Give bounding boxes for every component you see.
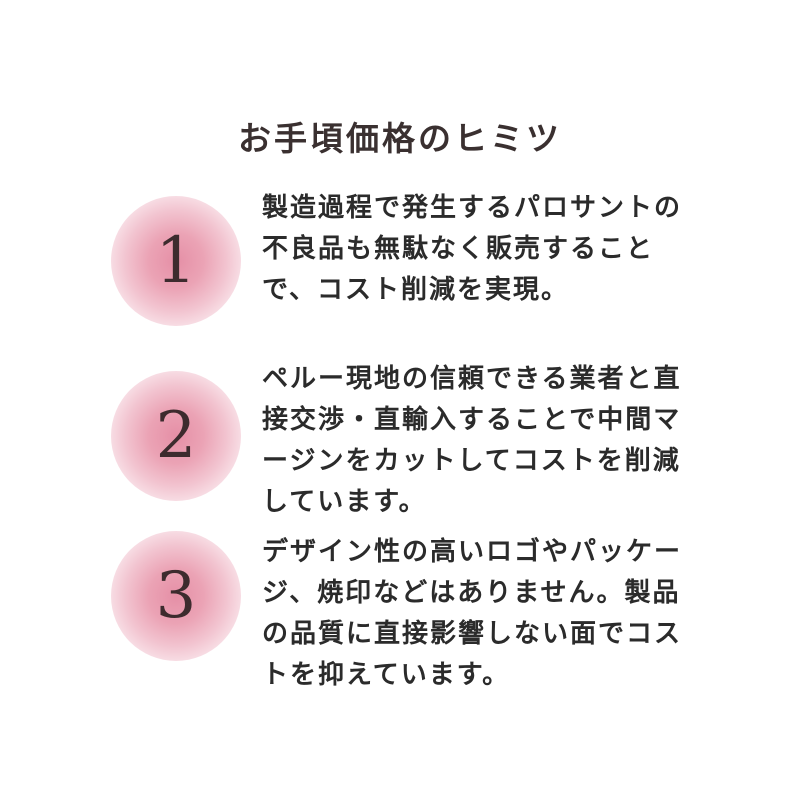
point-2-line-3: ージンをカットしてコストを削減 xyxy=(262,446,681,476)
point-text-1: 製造過程で発生するパロサントの 不良品も無駄なく販売すること で、コスト削減を実… xyxy=(262,188,682,311)
point-1-line-1: 製造過程で発生するパロサントの xyxy=(262,193,683,223)
point-3-line-1: デザイン性の高いロゴやパッケー xyxy=(262,537,683,567)
point-3-line-2: ジ、焼印などはありません。製品 xyxy=(262,578,681,608)
point-2-line-1: ペルー現地の信頼できる業者と直 xyxy=(262,364,682,394)
point-3-line-4: トを抑えています。 xyxy=(262,660,511,690)
point-text-3: デザイン性の高いロゴやパッケー ジ、焼印などはありません。製品 の品質に直接影響… xyxy=(262,532,682,696)
point-2-line-4: しています。 xyxy=(262,487,427,517)
number-circle-3: 3 xyxy=(111,531,241,661)
point-number-2: 2 xyxy=(155,399,197,473)
point-text-2: ペルー現地の信頼できる業者と直 接交渉・直輸入することで中間マ ージンをカットし… xyxy=(262,359,682,523)
number-circle-2: 2 xyxy=(111,371,241,501)
point-number-1: 1 xyxy=(155,224,197,298)
point-1-line-3: で、コスト削減を実現。 xyxy=(262,275,569,305)
point-1-line-2: 不良品も無駄なく販売すること xyxy=(262,234,655,264)
point-number-3: 3 xyxy=(155,559,197,633)
point-3-line-3: の品質に直接影響しない面でコス xyxy=(262,619,683,649)
point-2-line-2: 接交渉・直輸入することで中間マ xyxy=(262,405,682,435)
number-circle-1: 1 xyxy=(111,196,241,326)
page-title: お手頃価格のヒミツ xyxy=(238,119,562,158)
